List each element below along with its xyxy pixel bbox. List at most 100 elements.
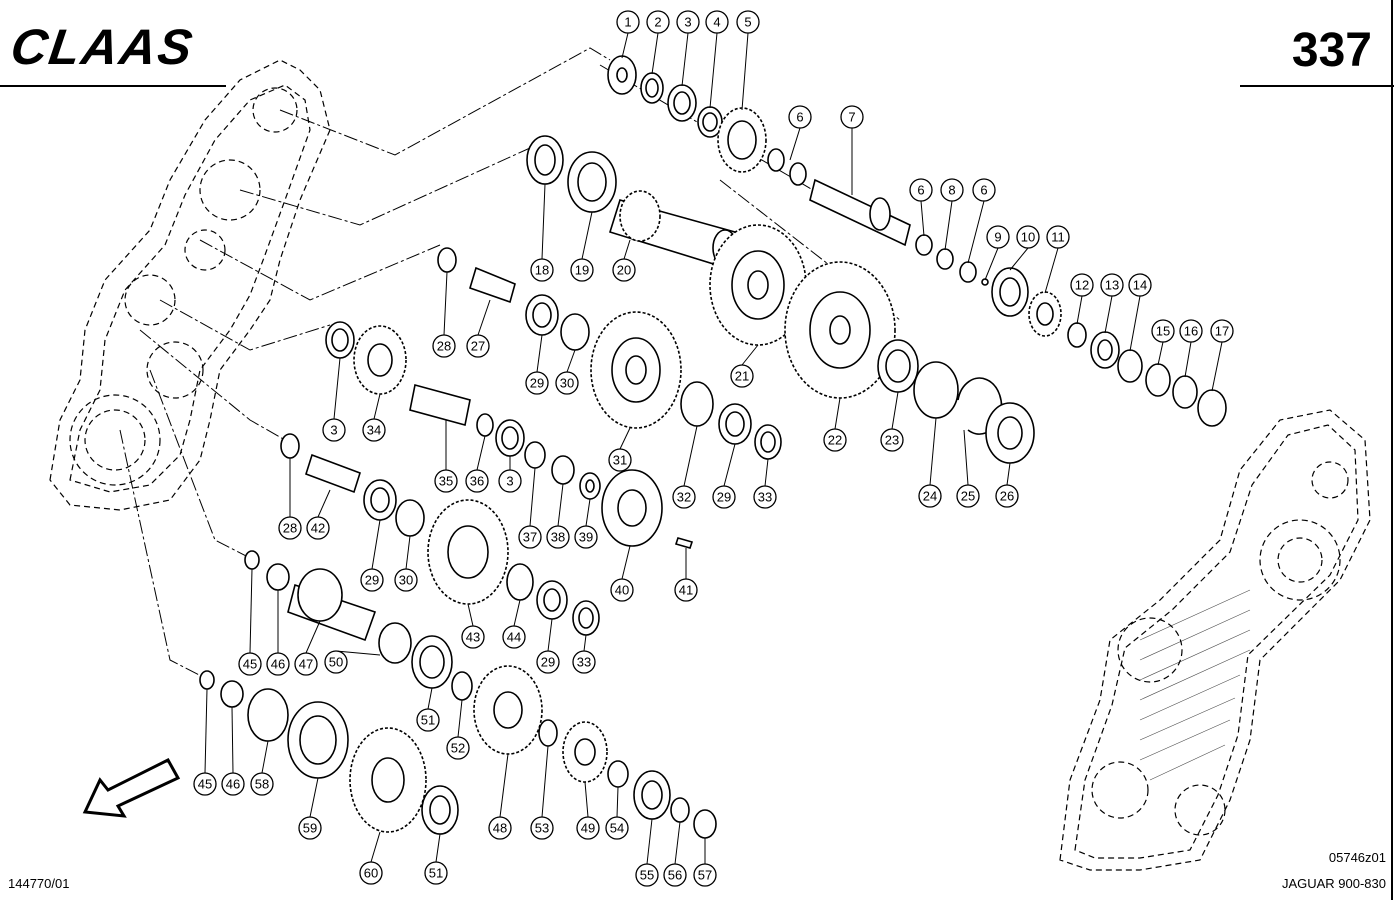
- callout-leader: [499, 753, 509, 818]
- callout-label: 52: [451, 741, 465, 756]
- callout-label: 9: [994, 230, 1001, 245]
- callout-43: 43: [461, 625, 485, 649]
- brand-logo: CLAAS: [7, 19, 197, 75]
- callout-leader: [1009, 247, 1029, 271]
- callout-label: 15: [1156, 324, 1170, 339]
- callout-label: 28: [283, 521, 297, 536]
- callout-leader: [944, 200, 953, 251]
- callout-label: 29: [530, 376, 544, 391]
- part-28-ring-b: [280, 433, 300, 459]
- callout-label: 55: [640, 868, 654, 883]
- part-58-ring: [247, 688, 289, 742]
- callout-leader: [547, 618, 553, 652]
- callout-label: 4: [713, 15, 720, 30]
- callout-leader: [317, 489, 331, 518]
- callout-label: 43: [466, 630, 480, 645]
- callout-circle: [536, 650, 560, 674]
- callout-27: 27: [466, 334, 490, 358]
- callout-leader: [646, 818, 653, 865]
- callout-label: 6: [796, 110, 803, 125]
- callout-58: 58: [250, 772, 274, 796]
- callout-leader: [443, 271, 448, 336]
- callout-36: 36: [465, 469, 489, 493]
- callout-label: 10: [1021, 230, 1035, 245]
- part-6-ring-c: [915, 234, 933, 256]
- callout-29: 29: [525, 371, 549, 395]
- callout-circle: [238, 652, 262, 676]
- callout-label: 33: [577, 655, 591, 670]
- callout-50: 50: [324, 650, 348, 674]
- callout-leader: [231, 706, 234, 774]
- callout-leader: [373, 393, 381, 420]
- callout-circle: [940, 178, 964, 202]
- callout-label: 51: [429, 866, 443, 881]
- callout-label: 3: [506, 474, 513, 489]
- callout-circle: [488, 816, 512, 840]
- callout-label: 2: [654, 15, 661, 30]
- callout-34: 34: [362, 418, 386, 442]
- callout-leader: [984, 247, 999, 281]
- callout-circle: [753, 485, 777, 509]
- callout-4: 4: [705, 10, 729, 34]
- callout-circle: [576, 816, 600, 840]
- callout-label: 21: [735, 369, 749, 384]
- callout-label: 6: [980, 183, 987, 198]
- callout-33: 33: [572, 650, 596, 674]
- callout-leader: [541, 745, 549, 818]
- part-46-bush-b: [220, 680, 244, 708]
- callout-circle: [1070, 273, 1094, 297]
- callout-label: 40: [615, 583, 629, 598]
- part-54-ring: [607, 760, 629, 788]
- callout-leader: [764, 458, 769, 487]
- callout-leader: [1104, 295, 1113, 334]
- callout-leader: [405, 535, 411, 570]
- callout-59: 59: [298, 816, 322, 840]
- callout-42: 42: [306, 516, 330, 540]
- callout-21: 21: [730, 364, 754, 388]
- footer-left-code: 144770/01: [8, 876, 69, 891]
- callout-55: 55: [635, 863, 659, 887]
- part-16-circlip: [1172, 375, 1198, 409]
- callout-circle: [605, 816, 629, 840]
- callout-30: 30: [394, 568, 418, 592]
- callout-16: 16: [1179, 319, 1203, 343]
- housing-left: [49, 59, 331, 511]
- callout-leader: [623, 239, 631, 260]
- callout-29: 29: [712, 485, 736, 509]
- callout-circle: [461, 625, 485, 649]
- callout-32: 32: [672, 485, 696, 509]
- callout-circle: [712, 485, 736, 509]
- callout-label: 59: [303, 821, 317, 836]
- callout-circle: [672, 485, 696, 509]
- callout-circle: [446, 736, 470, 760]
- callout-label: 42: [311, 521, 325, 536]
- callout-6: 6: [972, 178, 996, 202]
- callout-label: 22: [828, 433, 842, 448]
- callout-circle: [608, 448, 632, 472]
- callout-circle: [646, 10, 670, 34]
- callout-leader: [674, 821, 681, 865]
- callout-circle: [498, 469, 522, 493]
- callout-label: 49: [581, 821, 595, 836]
- callout-leader: [681, 32, 689, 87]
- callout-label: 13: [1105, 278, 1119, 293]
- callout-label: 39: [579, 530, 593, 545]
- direction-arrow: [82, 758, 181, 818]
- callout-17: 17: [1210, 319, 1234, 343]
- callout-circle: [612, 258, 636, 282]
- callout-leader: [741, 344, 759, 366]
- callout-label: 32: [677, 490, 691, 505]
- callout-leader: [333, 357, 341, 420]
- callout-circle: [840, 105, 864, 129]
- callout-circle: [193, 772, 217, 796]
- callout-45: 45: [238, 652, 262, 676]
- callout-leader: [1184, 341, 1192, 378]
- callout-44: 44: [502, 625, 526, 649]
- callout-leader: [477, 299, 491, 336]
- callout-29: 29: [360, 568, 384, 592]
- callout-label: 7: [848, 110, 855, 125]
- callout-label: 56: [668, 868, 682, 883]
- callout-leader: [619, 427, 631, 450]
- callout-13: 13: [1100, 273, 1124, 297]
